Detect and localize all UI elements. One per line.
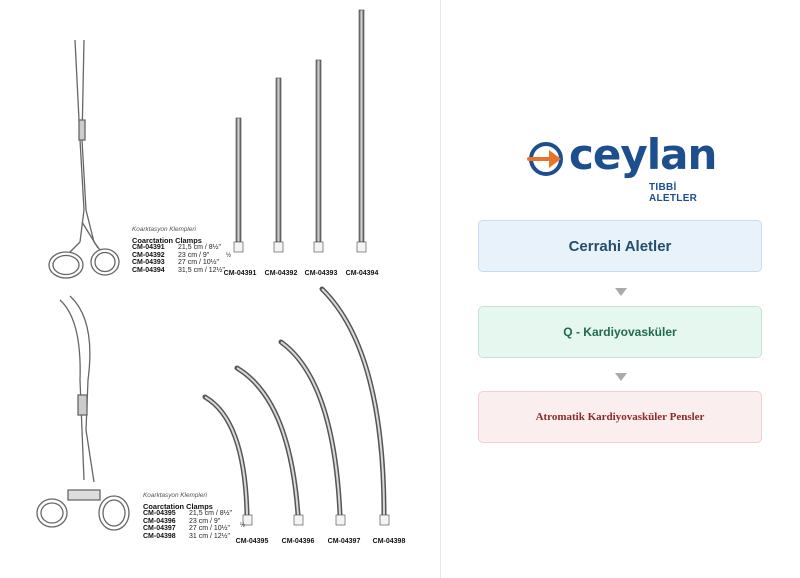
breadcrumb-level-3[interactable]: Atromatik Kardiyovasküler Pensler: [478, 391, 762, 443]
product-catalog-image: Koarktasyon Klempleri Coarctation Clamps…: [36, 9, 406, 545]
logo-mark-icon: [527, 142, 563, 176]
caption-label-tr: Koarktasyon Klempleri: [132, 226, 196, 233]
item-size: 23 cm / 9": [178, 251, 210, 259]
caption-label-en: Coarctation Clamps: [132, 235, 202, 245]
arrow-down-icon: [615, 373, 627, 381]
item-code: CM-04393: [132, 259, 165, 267]
brand-logo: ceylan TIBBİ ALETLER: [521, 130, 721, 204]
jaw-label: CM-04393: [304, 270, 338, 277]
brand-subtitle: TIBBİ ALETLER: [649, 182, 698, 204]
breadcrumb-level-1[interactable]: Cerrahi Aletler: [478, 220, 762, 272]
brand-name: ceylan: [569, 130, 717, 179]
straight-jaws-illustration: [233, 9, 367, 253]
item-code: CM-04395: [143, 510, 176, 518]
bottom-caption: Koarktasyon Klempleri Coarctation Clamps…: [143, 492, 232, 541]
jaw-label: CM-04395: [235, 538, 269, 545]
curved-jaws-illustration: [202, 286, 390, 526]
category-panel: ceylan TIBBİ ALETLER Cerrahi Aletler Q -…: [441, 0, 800, 578]
item-code: CM-04391: [132, 244, 165, 252]
caption-label-tr: Koarktasyon Klempleri: [143, 492, 207, 499]
jaw-label: CM-04397: [327, 538, 361, 545]
item-size: 31 cm / 12½": [189, 532, 231, 540]
item-code: CM-04398: [143, 532, 176, 540]
item-code: CM-04394: [132, 266, 165, 274]
item-code: CM-04397: [143, 525, 176, 533]
straight-clamp-illustration: [48, 39, 120, 279]
instrument-illustration: [36, 9, 390, 531]
item-size: 23 cm / 9": [189, 517, 221, 525]
breadcrumb-level-2[interactable]: Q - Kardiyovasküler: [478, 306, 762, 358]
caption-label-en: Coarctation Clamps: [143, 501, 213, 511]
item-size: 21,5 cm / 8½": [189, 510, 232, 518]
column-divider: [440, 0, 441, 578]
item-code: CM-04396: [143, 517, 176, 525]
item-size: 31,5 cm / 12½": [178, 266, 225, 274]
jaw-label: CM-04398: [372, 538, 406, 545]
arrow-down-icon: [615, 288, 627, 296]
item-size: 27 cm / 10½": [189, 525, 231, 533]
item-size: 21,5 cm / 8½": [178, 244, 221, 252]
item-code: CM-04392: [132, 251, 165, 259]
curved-clamp-illustration: [36, 295, 130, 531]
jaw-label: CM-04391: [223, 270, 257, 277]
jaw-label: CM-04394: [345, 270, 379, 277]
jaw-label: CM-04392: [264, 270, 298, 277]
top-caption: Koarktasyon Klempleri Coarctation Clamps…: [132, 226, 225, 275]
scale-marker: ½: [226, 253, 232, 259]
jaw-label: CM-04396: [281, 538, 315, 545]
scale-marker: ½: [240, 523, 246, 529]
item-size: 27 cm / 10½": [178, 259, 220, 267]
